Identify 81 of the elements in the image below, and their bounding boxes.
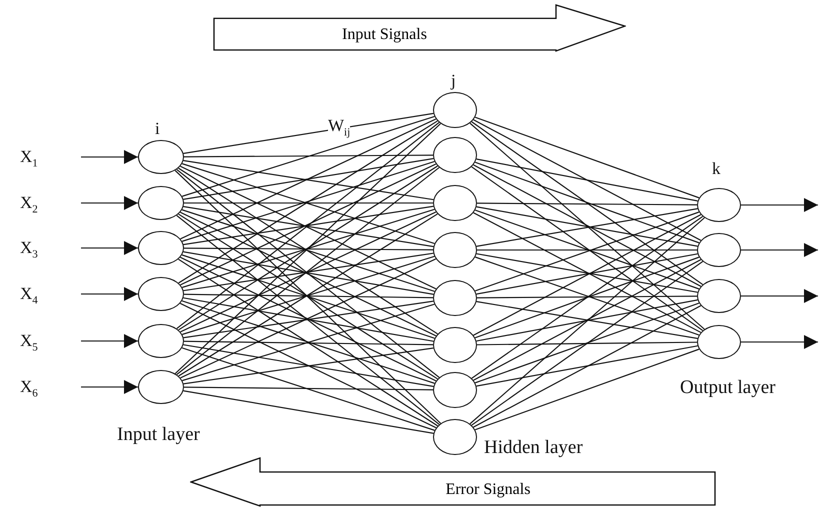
- input-variable: X$_{1}$: [20, 148, 38, 170]
- input-variable: X$_{5}$: [20, 332, 38, 354]
- weight-line: [184, 202, 433, 204]
- input-variable: X$_{3}$: [20, 239, 38, 260]
- signal-arrow: [81, 241, 138, 255]
- weight-line: [184, 294, 434, 298]
- weight-line: [180, 302, 436, 428]
- weight-line: [471, 261, 704, 426]
- weight-line: [473, 119, 702, 241]
- signal-arrow: [81, 334, 138, 348]
- neuron-circle: [433, 419, 477, 455]
- layer-title: Output layer: [680, 378, 776, 397]
- weight-line: [471, 166, 704, 331]
- neuron-circle: [697, 233, 741, 267]
- signal-arrow: [81, 380, 138, 394]
- weight-line: [184, 340, 434, 346]
- neuron-circle: [138, 370, 184, 404]
- signal-arrow: [81, 287, 138, 301]
- weight-line: [473, 259, 702, 381]
- neuron-circle: [138, 324, 184, 358]
- weight-line: [183, 390, 434, 434]
- neuron-circle: [138, 140, 184, 174]
- weight-line: [477, 342, 697, 346]
- neuron-circle: [433, 137, 477, 173]
- weight-line: [183, 112, 434, 154]
- weight-line: [176, 122, 440, 330]
- signal-arrow: [81, 196, 138, 210]
- layer-title: Input layer: [117, 425, 200, 444]
- weight-line: [471, 121, 704, 285]
- neuron-circle: [697, 325, 741, 359]
- weight-line: [184, 386, 433, 390]
- signal-arrow: [741, 243, 818, 257]
- neuron-circle: [138, 186, 184, 220]
- weight-line: [473, 164, 702, 287]
- weight-line: [184, 248, 433, 250]
- weight-line: [182, 116, 435, 197]
- signal-arrow: [741, 335, 818, 349]
- neuron-circle: [433, 327, 477, 363]
- weight-line: [180, 118, 436, 240]
- weight-line: [174, 170, 442, 424]
- weight-line: [184, 154, 433, 158]
- neuron-circle: [697, 279, 741, 313]
- neuron-circle: [138, 231, 184, 265]
- layer-index: j: [451, 72, 456, 89]
- weight-line: [477, 249, 697, 251]
- weight-line: [178, 258, 438, 426]
- weight-line: [474, 162, 700, 244]
- neuron-circle: [138, 277, 184, 311]
- input-variable: X$_{4}$: [20, 285, 38, 306]
- neuron-circle: [433, 372, 477, 408]
- signal-arrow: [741, 198, 818, 212]
- weight-line: [182, 347, 435, 431]
- signal-label: Error Signals: [446, 480, 530, 498]
- weight-line: [476, 158, 698, 202]
- neuron-circle: [697, 188, 741, 222]
- weight-line: [470, 122, 705, 330]
- weight-line: [174, 123, 441, 374]
- weight-line: [470, 217, 705, 424]
- input-variable: X$_{6}$: [20, 378, 38, 400]
- weight-line: [474, 348, 700, 430]
- weight-line: [475, 302, 700, 384]
- weight-line: [477, 202, 697, 206]
- neuron-circle: [433, 185, 477, 221]
- signal-label: Input Signals: [342, 26, 427, 44]
- layer-index: k: [712, 160, 720, 177]
- weight-label: W$_{ij}$: [328, 117, 350, 138]
- weight-line: [178, 120, 438, 284]
- neuron-circle: [433, 232, 477, 268]
- weight-line: [476, 345, 698, 387]
- signal-arrow: [741, 289, 818, 303]
- neuron-circle: [433, 92, 477, 128]
- layer-title: Hidden layer: [484, 438, 583, 457]
- input-variable: X$_{2}$: [20, 194, 38, 216]
- weight-line: [471, 216, 704, 379]
- weight-line: [176, 215, 440, 425]
- neuron-circle: [433, 280, 477, 316]
- weight-line: [474, 116, 700, 198]
- weight-line: [477, 296, 697, 298]
- layer-index: i: [155, 120, 160, 137]
- signal-arrow: [81, 150, 138, 164]
- weight-line: [473, 305, 702, 428]
